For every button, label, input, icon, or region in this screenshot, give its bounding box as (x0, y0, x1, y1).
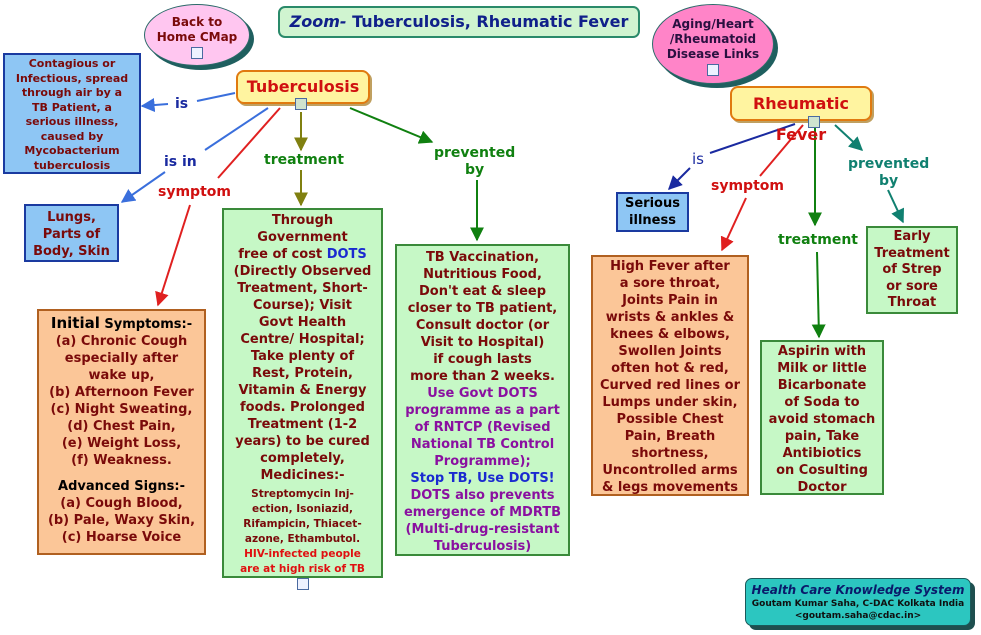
rf-treatment-box: Aspirin with Milk or little Bicarbonate … (760, 340, 884, 495)
back-home-line2: Home CMap (156, 30, 238, 44)
tb-advanced-heading: Advanced Signs:- (58, 479, 185, 494)
tb-is-in-label: is in (164, 154, 197, 170)
tb-lungs-box: Lungs, Parts of Body, Skin (24, 204, 119, 262)
aging-links-node[interactable]: Aging/Heart /Rheumatoid Disease Links (652, 4, 774, 84)
tb-initial-heading: Initial Symptoms:- (50, 314, 193, 333)
rf-prevention-box: Early Treatment of Strep or sore Throat (866, 226, 958, 314)
tb-prevented-label: prevented by (434, 145, 516, 178)
tb-treatment-box: Through Government free of cost DOTS (Di… (222, 208, 383, 578)
concept-map-icon[interactable] (191, 46, 203, 59)
rf-symptom-label: symptom (711, 178, 784, 194)
rf-treatment-label: treatment (778, 232, 858, 248)
back-home-node[interactable]: Back to Home CMap (144, 4, 250, 66)
aging-line3: Disease Links (666, 47, 760, 61)
tuberculosis-label: Tuberculosis (246, 77, 360, 96)
image-icon[interactable] (295, 98, 307, 110)
page-title: Zoom- Tuberculosis, Rheumatic Fever (278, 6, 640, 38)
rf-symptoms-box: High Fever after a sore throat, Joints P… (591, 255, 749, 496)
back-home-line1: Back to (171, 15, 223, 29)
footer-box: Health Care Knowledge System Goutam Kuma… (745, 578, 971, 626)
rheumatic-fever-label: Rheumatic Fever (752, 94, 850, 144)
footer-line2: <goutam.saha@cdac.in> (794, 611, 922, 621)
rf-prevented-label: prevented by (848, 156, 930, 189)
rheumatic-fever-node[interactable]: Rheumatic Fever (730, 86, 872, 144)
tb-contagious-box: Contagious or Infectious, spread through… (3, 53, 141, 174)
concept-map-icon[interactable] (707, 63, 719, 76)
tb-treatment-label: treatment (264, 152, 344, 168)
tb-is-label: is (175, 96, 189, 112)
tb-symptom-label: symptom (158, 184, 231, 200)
title-rest: Tuberculosis, Rheumatic Fever (352, 12, 629, 31)
image-icon[interactable] (808, 116, 820, 128)
concept-map-icon[interactable] (297, 578, 309, 590)
aging-line1: Aging/Heart (672, 17, 754, 31)
footer-line1: Goutam Kumar Saha, C-DAC Kolkata India (751, 599, 965, 609)
rf-serious-box: Serious illness (616, 192, 689, 232)
tb-symptoms-box: Initial Symptoms:- (a) Chronic Cough esp… (37, 309, 206, 555)
rf-is-label: is (692, 150, 704, 168)
aging-line2: /Rheumatoid (669, 32, 757, 46)
tb-medicines: Streptomycin Inj- ection, Isoniazid, Rif… (240, 488, 365, 575)
tb-prevention-box: TB Vaccination, Nutritious Food, Don't e… (395, 244, 570, 556)
footer-title: Health Care Knowledge System (751, 583, 965, 597)
stop-tb-line: Stop TB, Use DOTS! (410, 471, 555, 486)
dots-highlight: DOTS (326, 247, 367, 262)
title-zoom: Zoom- (289, 12, 347, 31)
